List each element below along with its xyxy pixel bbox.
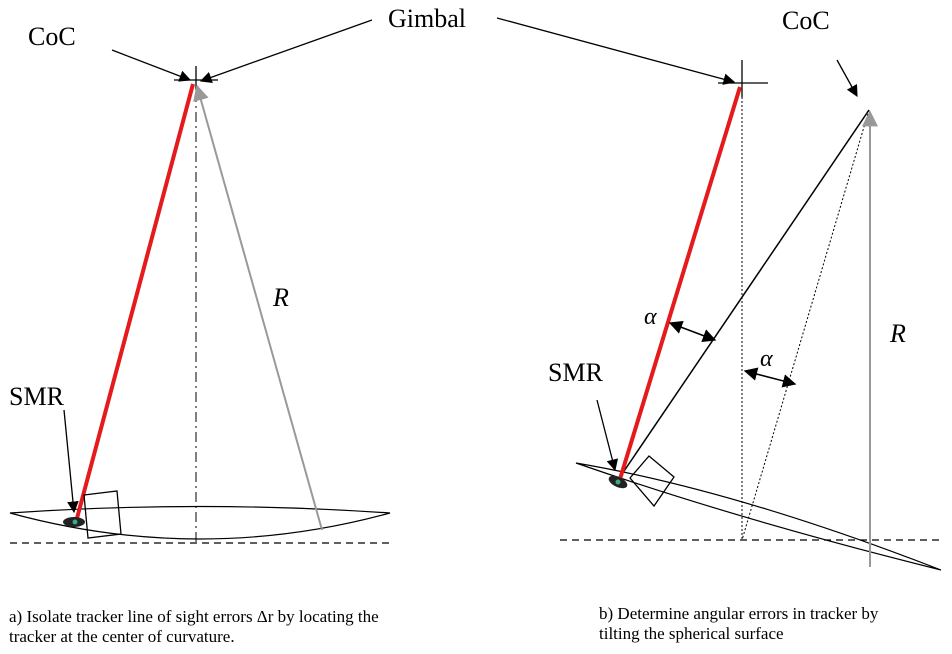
panel-b-alpha-arrow-1 (668, 320, 717, 343)
panel-a-radius-line (193, 84, 323, 531)
alpha-label-1: α (644, 304, 657, 330)
panel-b-mirror (575, 462, 942, 571)
panel-a-line-of-sight (74, 83, 195, 523)
r-label-b: R (890, 319, 906, 348)
panel-a-smr-arrow (63, 409, 79, 514)
gimbal-arrow-left (199, 19, 373, 83)
r-label-a: R (273, 283, 289, 312)
gimbal-arrow-right (496, 17, 736, 85)
caption-b: b) Determine angular errors in tracker b… (599, 604, 878, 644)
alpha-label-2: α (760, 346, 773, 372)
panel-b-line-of-sight (618, 86, 742, 480)
panel-b-smr-box (629, 455, 675, 508)
panel-a-smr-box (83, 490, 122, 539)
caption-b-line-1: b) Determine angular errors in tracker b… (599, 604, 879, 623)
panel-b-coc-line (619, 109, 870, 478)
coc-label-b: CoC (782, 6, 830, 35)
panel-a-coc-arrow (111, 49, 192, 82)
panel-b-alpha-arrow-2 (743, 367, 797, 388)
caption-a-line-1: a) Isolate tracker line of sight errors … (9, 607, 379, 626)
panel-b-smr-dot (615, 479, 621, 485)
coc-label-a: CoC (28, 22, 76, 51)
panel-a-smr-dot (72, 519, 78, 525)
panel-a (9, 49, 392, 544)
caption-b-line-2: tilting the spherical surface (599, 624, 784, 643)
smr-label-a: SMR (9, 382, 64, 411)
panel-b-smr-arrow (596, 399, 619, 472)
panel-b (560, 59, 942, 571)
panel-a-mirror (9, 505, 391, 540)
gimbal-label: Gimbal (388, 4, 466, 33)
caption-a: a) Isolate tracker line of sight errors … (9, 607, 379, 647)
caption-a-line-2: tracker at the center of curvature. (9, 627, 235, 646)
panel-b-tilt-dotted (741, 109, 870, 541)
panel-b-coc-arrow (836, 59, 858, 98)
smr-label-b: SMR (548, 358, 603, 387)
